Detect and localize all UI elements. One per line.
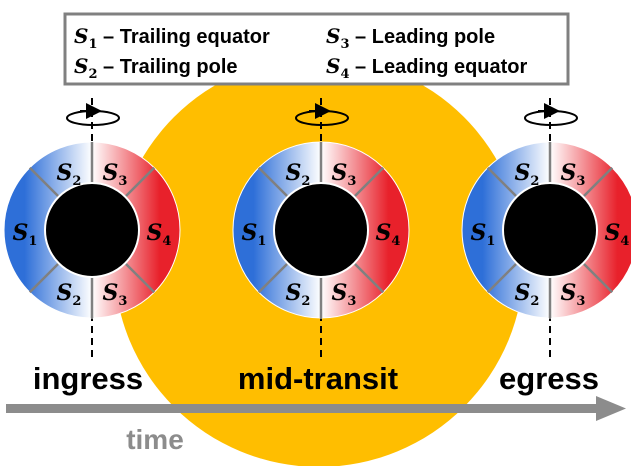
planet-core bbox=[44, 182, 140, 278]
segment-label-s3-top: S3 bbox=[561, 160, 586, 189]
time-arrow-head bbox=[596, 396, 626, 421]
segment-divider bbox=[28, 166, 60, 198]
segment-label-s2-top: S2 bbox=[286, 160, 311, 189]
segment-label-s2-bottom: S2 bbox=[286, 280, 311, 309]
segment-label-s2-top: S2 bbox=[515, 160, 540, 189]
segment-divider bbox=[28, 262, 60, 294]
legend-item-s1: S1 – Trailing equator bbox=[74, 24, 270, 52]
segment-label-s3-bottom: S3 bbox=[103, 280, 128, 309]
phase-label-mid-transit: mid-transit bbox=[238, 361, 398, 396]
segment-divider bbox=[124, 262, 156, 294]
legend: S1 – Trailing equator S2 – Trailing pole… bbox=[63, 12, 570, 86]
segment-label-s2-bottom: S2 bbox=[515, 280, 540, 309]
legend-item-s3: S3 – Leading pole bbox=[326, 24, 495, 52]
segment-label-s3-top: S3 bbox=[332, 160, 357, 189]
planet-core bbox=[273, 182, 369, 278]
segment-divider bbox=[257, 166, 289, 198]
segment-label-s1: S1 bbox=[13, 220, 38, 249]
phase-label-egress: egress bbox=[499, 361, 599, 396]
segment-label-s4: S4 bbox=[376, 220, 401, 249]
segment-divider bbox=[486, 262, 518, 294]
segment-divider bbox=[353, 166, 385, 198]
planet-core bbox=[502, 182, 598, 278]
segment-divider bbox=[257, 262, 289, 294]
segment-divider bbox=[124, 166, 156, 198]
legend-item-s2: S2 – Trailing pole bbox=[74, 54, 238, 82]
segment-label-s2-top: S2 bbox=[57, 160, 82, 189]
segment-label-s2-bottom: S2 bbox=[57, 280, 82, 309]
segment-label-s4: S4 bbox=[605, 220, 630, 249]
segment-label-s3-bottom: S3 bbox=[332, 280, 357, 309]
segment-label-s1: S1 bbox=[242, 220, 267, 249]
segment-divider bbox=[582, 166, 614, 198]
segment-label-s3-bottom: S3 bbox=[561, 280, 586, 309]
time-arrow bbox=[6, 396, 626, 421]
segment-label-s1: S1 bbox=[471, 220, 496, 249]
legend-box bbox=[63, 12, 570, 86]
time-arrow-shaft bbox=[6, 404, 602, 413]
time-axis-label: time bbox=[126, 424, 184, 455]
segment-divider bbox=[486, 166, 518, 198]
segment-label-s4: S4 bbox=[147, 220, 172, 249]
legend-item-s4: S4 – Leading equator bbox=[326, 54, 528, 82]
segment-divider bbox=[582, 262, 614, 294]
segment-label-s3-top: S3 bbox=[103, 160, 128, 189]
segment-divider bbox=[353, 262, 385, 294]
phase-label-ingress: ingress bbox=[33, 361, 143, 396]
